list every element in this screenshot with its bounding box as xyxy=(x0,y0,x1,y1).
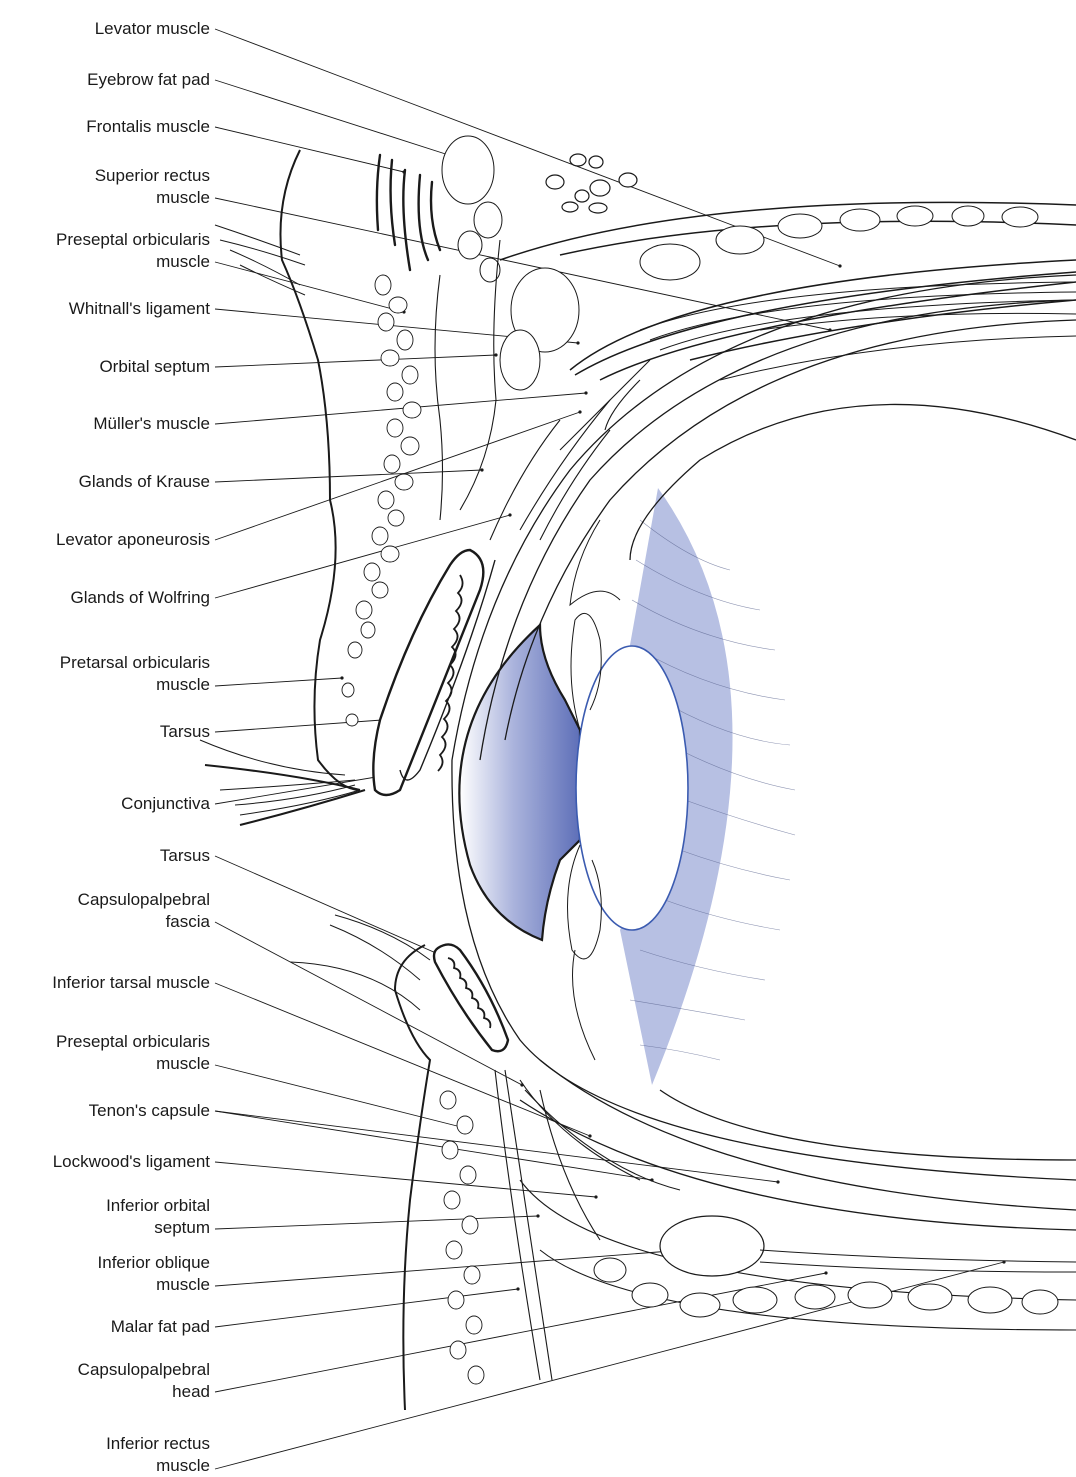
eyelashes-lower xyxy=(290,915,430,1010)
eyebrow-hairs xyxy=(377,155,440,270)
inferior-oblique xyxy=(660,1216,764,1276)
superior-fat-lobules xyxy=(640,206,1038,280)
levator-band xyxy=(640,282,1076,380)
lower-lid-lobules xyxy=(440,1091,484,1384)
eyelashes-upper xyxy=(200,740,360,815)
eyebrow-fat-pad xyxy=(442,136,579,390)
inferior-rectus xyxy=(760,1250,1076,1272)
lens xyxy=(576,646,688,930)
lower-lid-layers xyxy=(495,1070,1076,1380)
inferior-fat-lobules xyxy=(594,1258,1058,1317)
bone-fragments xyxy=(546,154,637,213)
upper-lid-skin xyxy=(205,150,365,825)
lower-tarsus xyxy=(434,944,508,1051)
lower-lid-skin xyxy=(395,945,430,1410)
cornea xyxy=(459,625,580,940)
